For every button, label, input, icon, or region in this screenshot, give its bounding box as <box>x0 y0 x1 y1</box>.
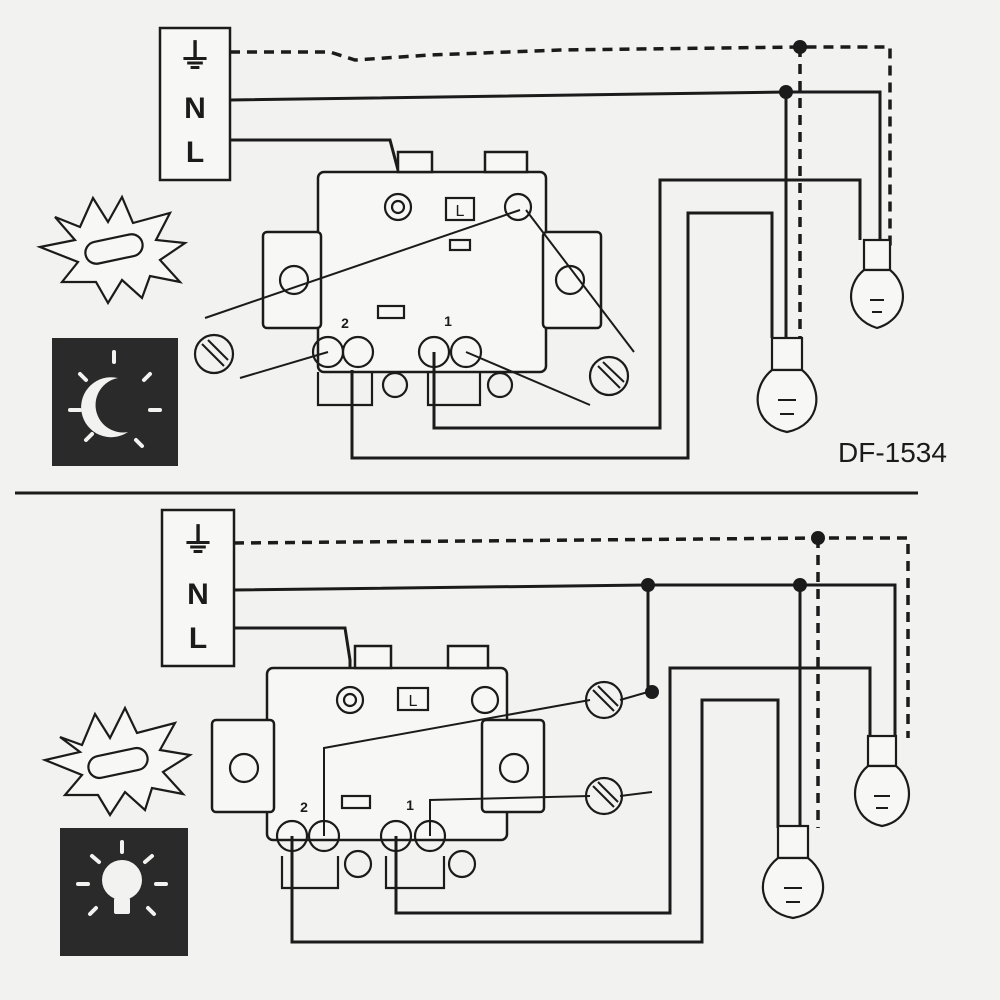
switch-body-top: L 2 1 <box>261 150 603 407</box>
neutral-junction-bottom-c <box>645 685 659 699</box>
lamp-bottom-left <box>761 824 825 920</box>
live-label: L <box>186 136 204 169</box>
model-code: DF-1534 <box>838 437 947 468</box>
terminal-2-label-top: 2 <box>341 315 349 331</box>
terminal-block-bottom: ⏚ N L <box>160 508 236 668</box>
moon-icon <box>52 338 178 466</box>
traveller-wire-bottom-2 <box>290 698 780 944</box>
neutral-wire-bottom <box>233 583 897 738</box>
screw-connector-top-left <box>193 333 235 375</box>
diagram-bottom: ⏚ N L L 2 1 <box>41 508 911 956</box>
earth-junction-bottom <box>811 531 825 545</box>
connector-wire-top-c <box>239 351 329 379</box>
terminal-1-label-top: 1 <box>444 313 452 329</box>
neutral-label: N <box>184 92 206 125</box>
earth-symbol: ⏚ <box>178 38 212 76</box>
traveller-wire-top-2 <box>350 211 774 460</box>
neutral-wire-top <box>229 90 882 245</box>
lamp-bottom-right <box>853 734 911 828</box>
lamp-top-left <box>756 336 818 434</box>
terminal-1-label-bottom: 1 <box>406 797 414 813</box>
common-terminal-label: L <box>409 693 418 710</box>
sun-sensor-icon <box>41 705 194 818</box>
connector-wire-top-b <box>525 209 635 353</box>
earth-wire-top <box>230 45 892 248</box>
traveller-wire-top-1 <box>432 178 862 430</box>
diagram-top: ⏚ N L L 2 <box>36 26 947 468</box>
terminal-block-top: ⏚ N L <box>158 26 232 182</box>
neutral-junction-bottom-a <box>641 578 655 592</box>
earth-wire-bottom <box>233 536 910 738</box>
connector-wire-top-a <box>204 209 521 319</box>
earth-junction-top <box>793 40 807 54</box>
screw-connector-bottom-upper <box>584 680 624 720</box>
screw-connector-top-right <box>588 355 630 397</box>
connector-wire-bottom-b <box>429 795 591 836</box>
neutral-junction-bottom-b <box>793 578 807 592</box>
connector-wire-bottom-d <box>619 791 653 797</box>
connector-wire-bottom-a <box>323 699 591 836</box>
switch-body-bottom: L 2 1 <box>210 644 546 890</box>
common-terminal-label: L <box>456 203 465 220</box>
connector-wire-bottom-c <box>619 691 649 701</box>
live-label: L <box>189 622 207 655</box>
neutral-junction-top <box>779 85 793 99</box>
traveller-wire-bottom-1 <box>394 666 872 915</box>
connector-wire-top-d <box>465 351 591 406</box>
lamp-top-right <box>850 238 904 330</box>
screw-connector-bottom-lower <box>584 776 624 816</box>
earth-symbol: ⏚ <box>181 522 215 560</box>
light-bulb-icon <box>60 828 188 956</box>
sun-sensor-icon <box>36 194 189 306</box>
terminal-2-label-bottom: 2 <box>300 799 308 815</box>
neutral-label: N <box>187 578 209 611</box>
